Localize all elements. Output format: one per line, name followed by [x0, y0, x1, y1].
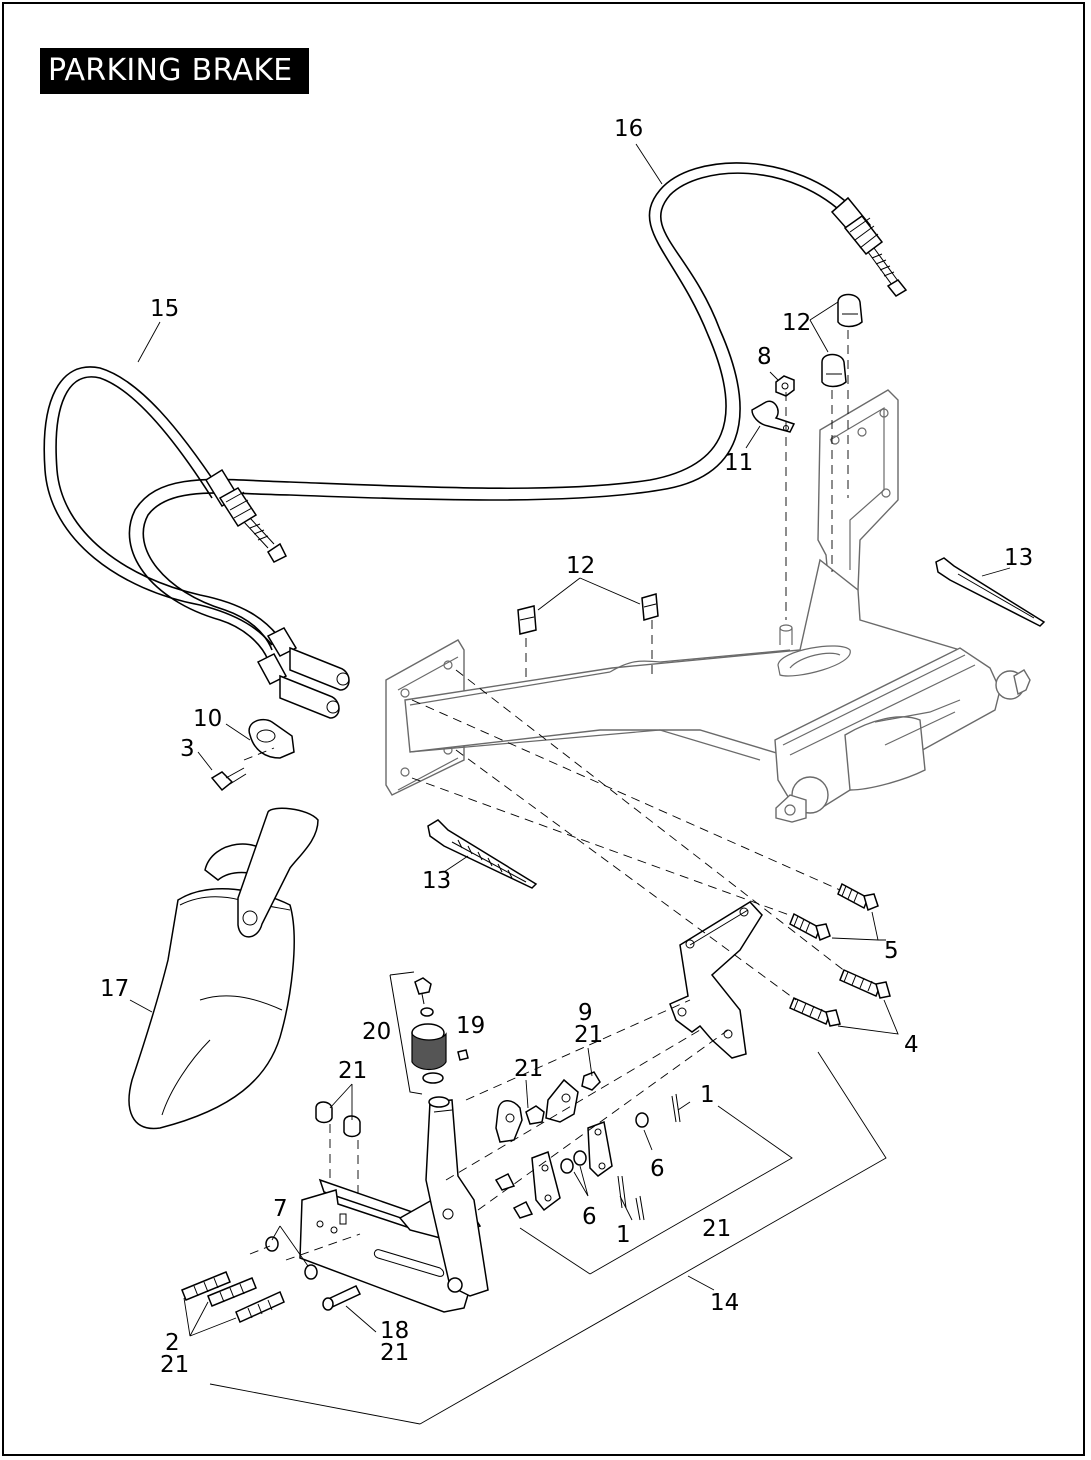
callout-21: 21 [574, 1022, 603, 1048]
washers-7 [265, 1236, 318, 1280]
clip-12-top [821, 293, 863, 388]
bolts-2 [181, 1271, 285, 1324]
callout-12: 12 [566, 553, 595, 579]
cable-16 [289, 162, 908, 501]
callout-4: 4 [904, 1032, 919, 1058]
clips-12-middle [517, 593, 659, 635]
callout-16: 16 [614, 116, 643, 142]
callout-21: 21 [380, 1340, 409, 1366]
callout-3: 3 [180, 736, 195, 762]
callout-21: 21 [514, 1056, 543, 1082]
nut-8 [775, 375, 795, 397]
callout-2: 2 [165, 1330, 180, 1356]
callout-11: 11 [724, 450, 753, 476]
callout-5: 5 [884, 938, 899, 964]
callout-13: 13 [422, 868, 451, 894]
callout-20: 20 [362, 1019, 391, 1045]
callout-21: 21 [338, 1058, 367, 1084]
clamp-10 [248, 718, 295, 759]
lever-assembly [299, 1096, 489, 1313]
callout-21: 21 [160, 1352, 189, 1378]
callout-labels: 16 15 12 8 11 12 13 10 3 13 5 17 9 21 4 … [100, 116, 1033, 1378]
callout-21: 21 [702, 1216, 731, 1242]
bolts-4 [789, 968, 891, 1027]
callout-13: 13 [1004, 545, 1033, 571]
page-title: PARKING BRAKE [40, 48, 309, 94]
callout-18: 18 [380, 1318, 409, 1344]
cable-tie-13-right [935, 557, 1046, 627]
clip-11 [751, 400, 796, 433]
callout-7: 7 [273, 1196, 288, 1222]
callout-1: 1 [616, 1222, 631, 1248]
boot-17 [128, 807, 319, 1130]
screw-3 [210, 767, 247, 792]
pawl-parts [494, 1071, 681, 1221]
callout-19: 19 [456, 1013, 485, 1039]
alignment-lines [243, 330, 849, 1261]
bolts-5 [789, 882, 879, 942]
callout-10: 10 [193, 706, 222, 732]
callout-17: 17 [100, 976, 129, 1002]
leader-lines [129, 143, 1011, 1425]
cable-15 [43, 366, 350, 719]
callout-12: 12 [782, 310, 811, 336]
mounting-frame [385, 389, 1031, 823]
pin-18 [322, 1285, 362, 1311]
spacers-21 [315, 1101, 361, 1138]
callout-14: 14 [710, 1290, 739, 1316]
callout-9: 9 [578, 1000, 593, 1026]
cable-tie-13-left [427, 819, 538, 889]
lever-mounting-bracket [669, 901, 763, 1059]
knob-assembly-20 [389, 971, 469, 1095]
callout-6: 6 [582, 1204, 597, 1230]
callout-6: 6 [650, 1156, 665, 1182]
callout-15: 15 [150, 296, 179, 322]
callout-1: 1 [700, 1082, 715, 1108]
callout-8: 8 [757, 344, 772, 370]
